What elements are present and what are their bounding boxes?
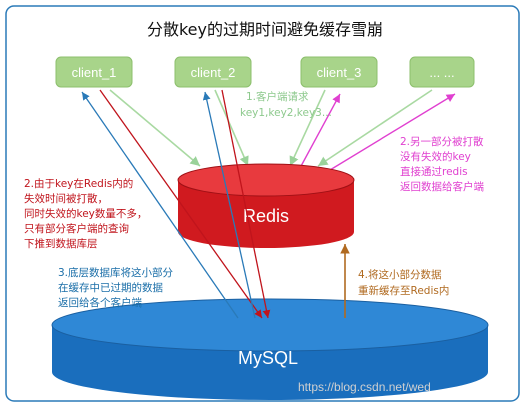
redis-label: Redis — [243, 206, 289, 226]
annotation-client-request: 1.客户端请求 key1,key2,key3... — [240, 90, 332, 119]
request-arrows — [109, 89, 433, 167]
client-3-box: client_3 — [300, 56, 378, 88]
client-2-box: client_2 — [174, 56, 252, 88]
annotation-3-line-4: 返回数据给客户端 — [400, 180, 484, 193]
annotation-partial-expiry: 2.由于key在Redis内的 失效时间被打散， 同时失效的key数量不多， 只… — [24, 177, 147, 250]
annotation-4-line-1: 3.底层数据库将这小部分 — [58, 266, 174, 279]
client-2-label: client_2 — [191, 65, 236, 80]
annotation-2-line-5: 下推到数据库层 — [24, 237, 98, 250]
annotation-2-line-2: 失效时间被打散， — [24, 192, 108, 205]
db-return-arrows — [81, 91, 256, 319]
client-1-box: client_1 — [55, 56, 133, 88]
annotation-2-line-3: 同时失效的key数量不多， — [24, 207, 147, 220]
client-1-label: client_1 — [72, 65, 117, 80]
annotation-1-line-2: key1,key2,key3... — [240, 107, 332, 119]
annotation-db-return: 3.底层数据库将这小部分 在缓存中已过期的数据 返回给各个客户端 — [58, 266, 174, 309]
client-3-label: client_3 — [317, 65, 362, 80]
redis-cylinder: Redis — [177, 163, 355, 248]
mysql-cylinder: MySQL — [51, 298, 489, 400]
annotation-3-line-3: 直接通过redis — [400, 165, 468, 178]
annotation-3-line-1: 2.另一部分被打散 — [400, 135, 484, 148]
watermark: https://blog.csdn.net/wed — [298, 380, 431, 394]
annotation-redis-return: 2.另一部分被打散 没有失效的key 直接通过redis 返回数据给客户端 — [400, 135, 484, 193]
annotation-3-line-2: 没有失效的key — [400, 150, 471, 163]
annotation-recache: 4.将这小部分数据 重新缓存至Redis内 — [358, 268, 449, 297]
annotation-4-line-2: 在缓存中已过期的数据 — [58, 281, 163, 294]
annotation-2-line-1: 2.由于key在Redis内的 — [24, 177, 133, 190]
cache-miss-arrows — [99, 89, 271, 319]
annotation-4-line-3: 返回给各个客户端 — [58, 296, 142, 309]
redis-response-arrows — [299, 93, 456, 171]
diagram-title: 分散key的过期时间避免缓存雪崩 — [147, 20, 383, 39]
annotation-2-line-4: 只有部分客户端的查询 — [24, 222, 129, 235]
annotation-5-line-1: 4.将这小部分数据 — [358, 268, 442, 281]
annotation-5-line-2: 重新缓存至Redis内 — [358, 284, 449, 297]
client-more-box: ... ... — [409, 56, 475, 88]
outer-frame — [5, 5, 520, 402]
mysql-label: MySQL — [238, 348, 298, 368]
client-more-label: ... ... — [429, 65, 454, 80]
annotation-1-line-1: 1.客户端请求 — [246, 90, 309, 103]
